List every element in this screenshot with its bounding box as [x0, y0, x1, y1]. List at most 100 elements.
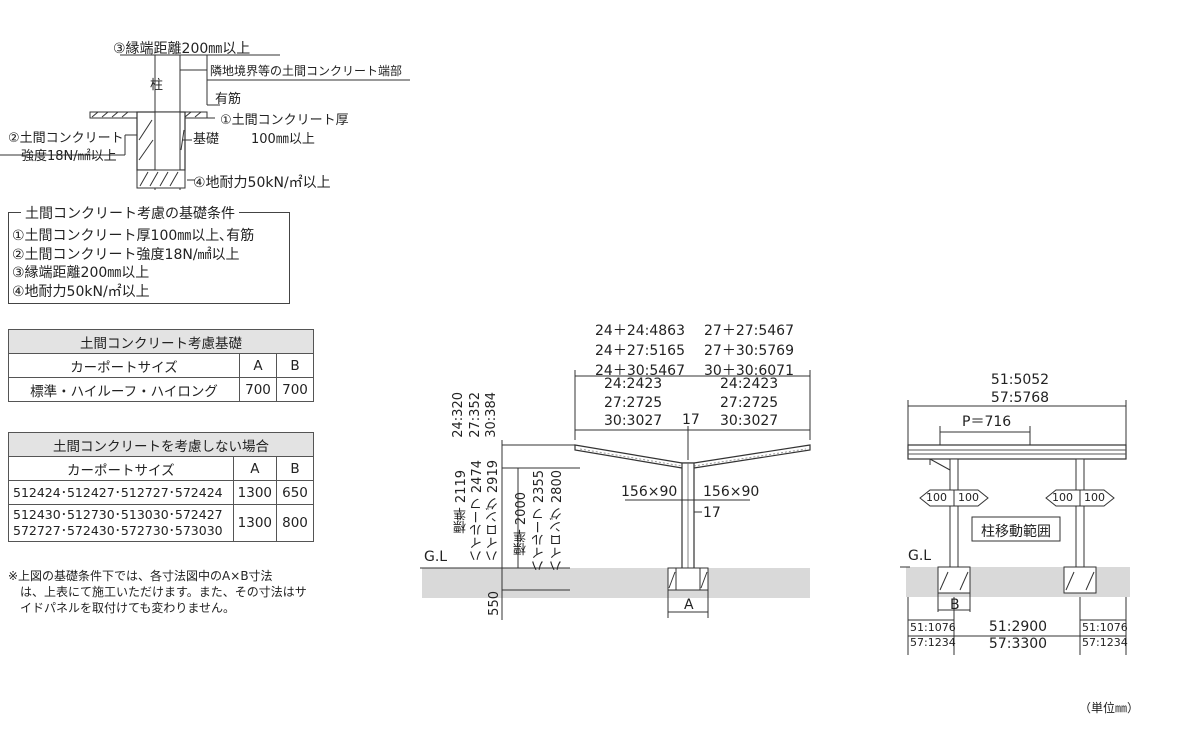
table2-header-a: A — [232, 456, 278, 481]
bottom-right-line: 57:1234 — [1082, 636, 1128, 649]
table2-title: 土間コンクリートを考慮しない場合 — [8, 432, 314, 457]
half-dim-right-line: 24:2423 — [720, 376, 779, 392]
concrete-strength-label-2: 強度18N/㎟以上 — [21, 149, 117, 164]
unit-label: （単位㎜） — [1079, 701, 1140, 715]
bottom-left-line: 57:1234 — [910, 636, 956, 649]
rebar-label: 有筋 — [215, 92, 242, 107]
condition-item: ③縁端距離200㎜以上 — [12, 265, 150, 281]
table1-cell-a: 700 — [239, 377, 277, 402]
condition-item: ④地耐力50kN/㎡以上 — [12, 283, 150, 300]
bottom-dim-left: 51:1076 57:1234 — [910, 620, 956, 650]
front-view-drawing — [420, 370, 811, 620]
pillar-label: 柱 — [150, 78, 164, 93]
table1-title: 土間コンクリート考慮基礎 — [8, 329, 314, 354]
move-right-b: 100 — [1084, 491, 1105, 504]
roof-height-dims-3: 30:384 — [484, 392, 499, 438]
conditions-title: 土間コンクリート考慮の基礎条件 — [21, 203, 239, 223]
table1-header-b: B — [276, 353, 314, 378]
bottom-center-line: 57:3300 — [988, 636, 1048, 652]
foundation-b-label: B — [950, 597, 960, 613]
footnote: ※上図の基礎条件下では、各寸法図中のA×B寸法 は、上表にて施工いただけます。ま… — [8, 568, 307, 616]
move-left-a: 100 — [926, 491, 947, 504]
side-width-line: 51:5052 — [990, 372, 1050, 388]
gl-label-side: G.L — [908, 548, 932, 564]
move-left-b: 100 — [958, 491, 979, 504]
half-dim-right-line: 30:3027 — [720, 413, 779, 429]
foundation-label: 基礎 — [193, 132, 220, 147]
side-width-line: 57:5768 — [990, 390, 1050, 406]
table2-cell-size: 512424･512427･512727･572424 — [8, 480, 234, 505]
top-dim-right-line: 30＋30:6071 — [704, 363, 794, 379]
table-without-concrete: 土間コンクリートを考慮しない場合 カーポートサイズ A B 512424･512… — [8, 432, 314, 542]
bottom-right-line: 51:1076 — [1082, 621, 1128, 634]
side-view-drawing — [900, 400, 1130, 655]
top-dim-right-line: 27＋27:5467 — [704, 323, 794, 339]
height-outer-3: ハイロング 2919 — [486, 460, 501, 563]
roof-height-line: 30:384 — [484, 392, 499, 438]
height-inner-3: ハイロング 2800 — [550, 470, 565, 573]
footnote-line: ※上図の基礎条件下では、各寸法図中のA×B寸法 — [8, 569, 273, 583]
move-right-a: 100 — [1052, 491, 1073, 504]
concrete-thickness-label-2: 100㎜以上 — [251, 132, 315, 147]
table1-header-size: カーポートサイズ — [8, 353, 240, 378]
table2-cell-size-line1: 512430･512730･513030･572427 — [13, 507, 223, 522]
bottom-dim-center: 51:2900 57:3300 — [976, 619, 1060, 653]
bearing-label: ④地耐力50kN/㎡以上 — [193, 175, 331, 191]
table-row: 512424･512427･512727･572424 1300 650 — [8, 480, 314, 505]
half-dim-left-line: 30:3027 — [604, 413, 663, 429]
half-dim-left: 24:2423 27:2725 30:3027 — [604, 375, 662, 431]
beam-left-label: 156×90 — [621, 484, 678, 500]
table2-cell-a: 1300 — [232, 480, 278, 505]
edge-distance-label: ③縁端距離200㎜以上 — [113, 41, 251, 57]
footnote-line: イドパネルを取付けても変わりません。 — [20, 601, 236, 615]
bottom-dim-right: 51:1076 57:1234 — [1082, 620, 1128, 650]
top-dim-right: 27＋27:5467 27＋30:5769 30＋30:6071 — [697, 320, 801, 380]
depth-label: 550 — [487, 591, 502, 616]
gl-label-front: G.L — [424, 549, 448, 565]
half-dim-right-line: 27:2725 — [720, 394, 779, 411]
table1-header-a: A — [239, 353, 277, 378]
half-dim-left-line: 27:2725 — [604, 394, 663, 411]
top-dim-left-line: 24＋24:4863 — [595, 323, 685, 339]
top-dim-left: 24＋24:4863 24＋27:5165 24＋30:5467 — [588, 320, 692, 380]
table2-cell-a: 1300 — [232, 504, 278, 542]
table2-header-size: カーポートサイズ — [8, 456, 234, 481]
foundation-a-label: A — [684, 597, 694, 613]
table2-header-b: B — [276, 456, 314, 481]
move-range-label: 柱移動範囲 — [981, 524, 1051, 540]
foundation-detail-drawing — [0, 54, 410, 190]
height-inner-1: 標準 2000 — [514, 492, 529, 556]
concrete-thickness-label-1: ①土間コンクリート厚 — [220, 113, 349, 128]
table-row: 512430･512730･513030･572427 572727･57243… — [8, 504, 314, 542]
beam-right-label: 156×90 — [703, 484, 760, 500]
bottom-left-line: 51:1076 — [910, 621, 956, 634]
footnote-line: は、上表にて施工いただけます。また、その寸法はサ — [20, 585, 307, 599]
condition-item: ①土間コンクリート厚100㎜以上､有筋 — [12, 228, 255, 244]
table2-cell-size-line2: 572727･572430･572730･573030 — [13, 523, 223, 538]
center-offset-label: 17 — [682, 412, 700, 428]
table-row: 標準・ハイルーフ・ハイロング 700 700 — [8, 377, 314, 402]
condition-item: ②土間コンクリート強度18N/㎟以上 — [12, 246, 240, 263]
table-with-concrete: 土間コンクリート考慮基礎 カーポートサイズ A B 標準・ハイルーフ・ハイロング… — [8, 329, 314, 402]
top-dim-right-line: 27＋30:5769 — [704, 343, 794, 359]
roof-height-line: 24:320 — [451, 392, 466, 438]
post-offset-label: 17 — [703, 505, 721, 521]
boundary-label: 隣地境界等の土間コンクリート端部 — [210, 64, 403, 78]
table1-cell-size: 標準・ハイルーフ・ハイロング — [8, 377, 240, 402]
side-width-dims: 51:5052 57:5768 — [970, 371, 1070, 407]
roof-height-line: 27:352 — [468, 392, 483, 438]
half-dim-right: 24:2423 27:2725 30:3027 — [720, 375, 778, 431]
table1-cell-b: 700 — [276, 377, 314, 402]
conditions-box: 土間コンクリート考慮の基礎条件 ①土間コンクリート厚100㎜以上､有筋 ②土間コ… — [8, 203, 290, 304]
top-dim-left-line: 24＋27:5165 — [595, 343, 685, 359]
roof-height-dims-2: 27:352 — [468, 392, 483, 438]
table2-cell-b: 800 — [276, 504, 314, 542]
pitch-label: P＝716 — [962, 414, 1012, 430]
concrete-strength-label-1: ②土間コンクリート — [8, 131, 124, 146]
roof-height-dims: 24:320 — [451, 392, 466, 438]
top-dim-left-line: 24＋30:5467 — [595, 363, 685, 379]
half-dim-left-line: 24:2423 — [604, 376, 663, 392]
height-inner-2: ハイルーフ 2355 — [532, 470, 547, 573]
table2-cell-b: 650 — [276, 480, 314, 505]
bottom-center-line: 51:2900 — [988, 619, 1048, 635]
